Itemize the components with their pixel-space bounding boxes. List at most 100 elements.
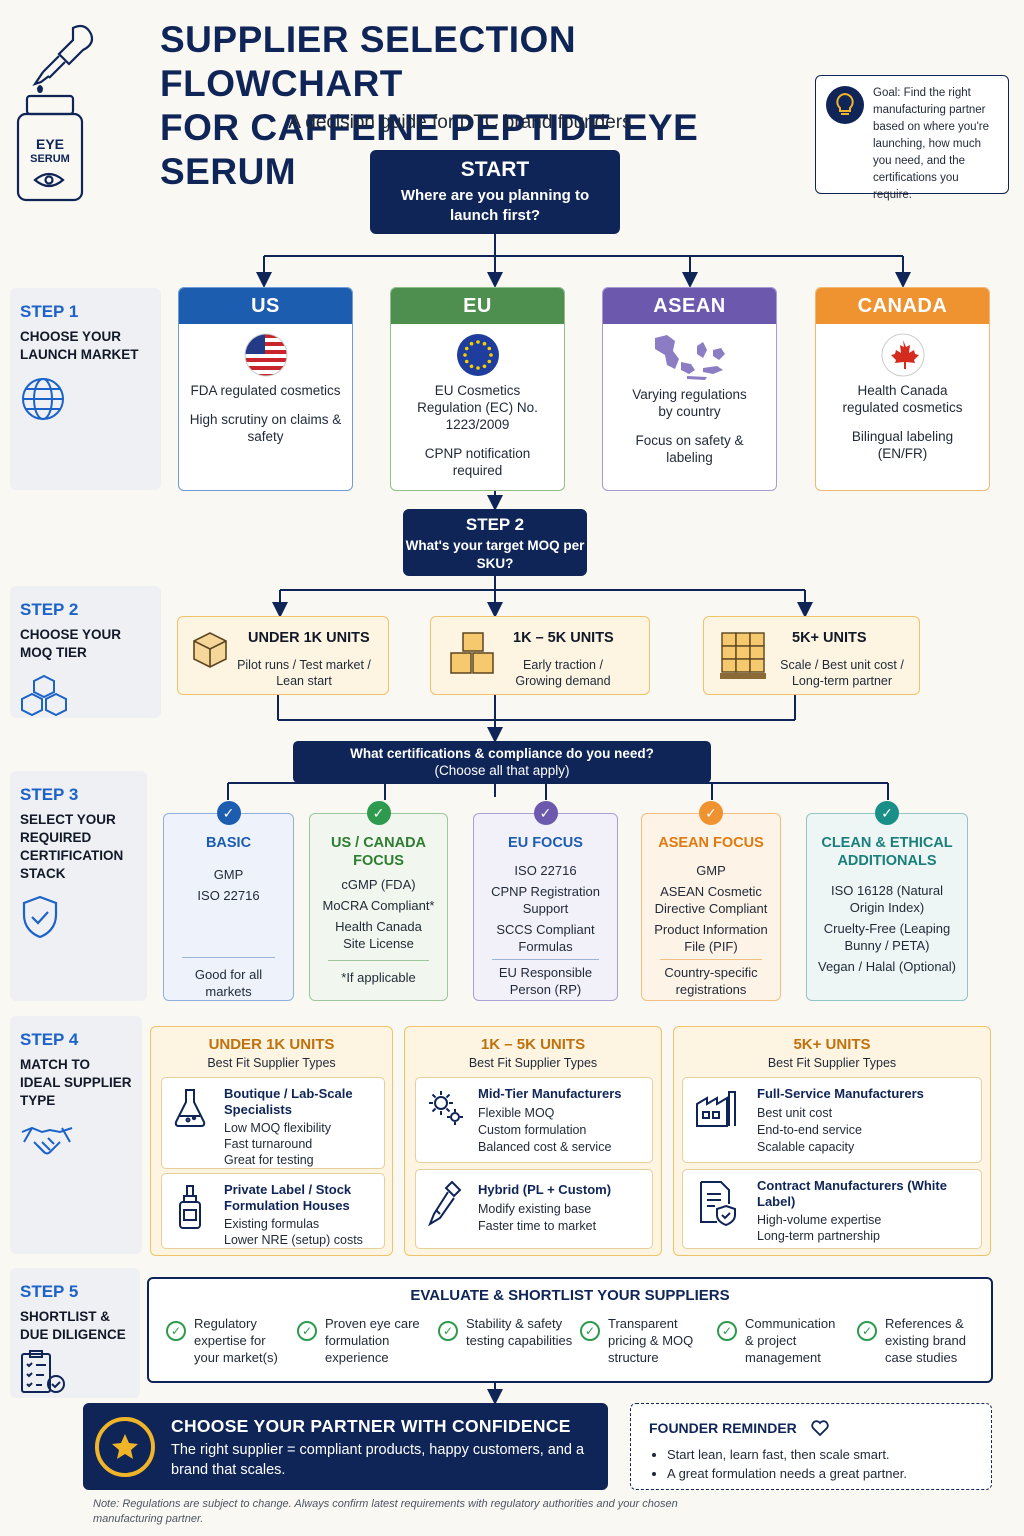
moq-tier-5k-plus[interactable]: 5K+ UNITS Scale / Best unit cost / Long-… <box>703 616 920 695</box>
cert-stack-asean[interactable]: ✓ ASEAN FOCUS GMP ASEAN Cosmetic Directi… <box>641 801 781 1001</box>
product-label-line1: EYE <box>35 136 64 152</box>
supplier-card-title: Contract Manufacturers (White Label) <box>757 1178 947 1209</box>
supplier-column-subheading: Best Fit Supplier Types <box>767 1056 897 1070</box>
supplier-card-mid-tier[interactable]: Mid-Tier Manufacturers Flexible MOQ Cust… <box>415 1077 653 1163</box>
supplier-card-line: Low MOQ flexibility <box>224 1121 331 1135</box>
cert-item: ISO 16128 (Natural Origin Index) <box>830 883 943 915</box>
supplier-card-title: Private Label / Stock Formulation Houses <box>224 1182 352 1213</box>
cert-stack-name: ASEAN FOCUS <box>658 835 764 851</box>
supplier-card-hybrid[interactable]: Hybrid (PL + Custom) Modify existing bas… <box>415 1169 653 1249</box>
check-icon: ✓ <box>533 801 558 825</box>
step2-question: What's your target MOQ per SKU? <box>405 538 585 571</box>
market-card-eu[interactable]: EU EU Cosmetics Regulation (EC) No. 1223… <box>390 287 565 491</box>
criterion-item[interactable]: ✓Stability & safety testing capabilities <box>438 1315 576 1349</box>
cert-footer: EU Responsible Person (RP) <box>498 965 593 997</box>
step5-side-panel: STEP 5 SHORTLIST & DUE DILIGENCE <box>10 1268 140 1398</box>
check-circle-icon: ✓ <box>717 1321 737 1341</box>
globe-icon <box>20 376 151 427</box>
final-text: The right supplier = compliant products,… <box>171 1442 585 1478</box>
cert-item: ASEAN Cosmetic Directive Compliant <box>654 884 768 916</box>
cert-item: Product Information File (PIF) <box>654 922 768 954</box>
us-flag-icon <box>243 332 289 378</box>
step2-number: STEP 2 <box>20 600 79 619</box>
cert-stack-name: EU FOCUS <box>508 835 583 851</box>
supplier-column-name: 5K+ UNITS <box>793 1036 871 1053</box>
cert-stack-basic[interactable]: ✓ BASIC GMP ISO 22716 Good for all marke… <box>163 801 294 1001</box>
single-box-icon <box>190 629 230 674</box>
supplier-card-line: Best unit cost <box>757 1106 833 1120</box>
market-card-asean[interactable]: ASEAN Varying regulations by country Foc… <box>602 287 777 491</box>
supplier-column-subheading: Best Fit Supplier Types <box>207 1056 336 1070</box>
check-circle-icon: ✓ <box>857 1321 877 1341</box>
check-circle-icon: ✓ <box>438 1321 458 1341</box>
supplier-card-line: Lower NRE (setup) costs <box>224 1233 363 1247</box>
supplier-card-title: Hybrid (PL + Custom) <box>478 1182 612 1197</box>
cert-stack-eu[interactable]: ✓ EU FOCUS ISO 22716 CPNP Registration S… <box>473 801 618 1001</box>
reminder-heading: FOUNDER REMINDER <box>649 1420 829 1439</box>
market-line1: Varying regulations by country <box>632 387 747 419</box>
market-name: US <box>179 288 352 324</box>
supplier-card-contract[interactable]: Contract Manufacturers (White Label) Hig… <box>682 1169 982 1249</box>
market-card-us[interactable]: US FDA regulated cosmetics High scrutiny… <box>178 287 353 491</box>
supplier-card-boutique[interactable]: Boutique / Lab-Scale Specialists Low MOQ… <box>161 1077 385 1169</box>
criterion-item[interactable]: ✓Communication & project management <box>717 1315 845 1366</box>
supplier-card-full-service[interactable]: Full-Service Manufacturers Best unit cos… <box>682 1077 982 1163</box>
supplier-column-1k-5k: 1K – 5K UNITS Best Fit Supplier Types Mi… <box>404 1026 662 1256</box>
lightbulb-icon <box>826 86 864 124</box>
step3-number: STEP 3 <box>20 785 79 804</box>
reminder-item: Start lean, learn fast, then scale smart… <box>667 1445 907 1464</box>
supplier-card-title: Mid-Tier Manufacturers <box>478 1086 622 1101</box>
step3-side-panel: STEP 3 SELECT YOUR REQUIRED CERTIFICATIO… <box>10 771 147 1001</box>
star-badge-icon <box>95 1417 155 1477</box>
criterion-item[interactable]: ✓Transparent pricing & MOQ structure <box>580 1315 708 1366</box>
check-icon: ✓ <box>216 801 241 825</box>
founder-reminder: FOUNDER REMINDER Start lean, learn fast,… <box>630 1403 992 1490</box>
cert-stack-name: BASIC <box>205 835 252 851</box>
supplier-column-name: 1K – 5K UNITS <box>480 1036 586 1053</box>
start-heading: START <box>460 158 530 181</box>
contract-shield-icon <box>697 1180 736 1227</box>
market-name: CANADA <box>816 288 989 324</box>
handshake-icon <box>20 1122 132 1165</box>
moq-tier-1k-5k[interactable]: 1K – 5K UNITS Early traction / Growing d… <box>430 616 650 695</box>
market-name: EU <box>391 288 564 324</box>
cert-stack-name: CLEAN & ETHICAL ADDITIONALS <box>821 835 953 869</box>
criterion-item[interactable]: ✓Proven eye care formulation experience <box>297 1315 435 1366</box>
moq-tier-name: 1K – 5K UNITS <box>513 630 614 646</box>
certification-question-note: (Choose all that apply) <box>434 763 570 778</box>
supplier-card-private-label[interactable]: Private Label / Stock Formulation Houses… <box>161 1173 385 1249</box>
supplier-card-line: Custom formulation <box>478 1123 587 1137</box>
cert-item: Vegan / Halal (Optional) <box>817 959 957 974</box>
moq-tier-name: 5K+ UNITS <box>792 630 867 646</box>
page-title: SUPPLIER SELECTION FLOWCHART FOR CAFFEIN… <box>160 18 820 194</box>
cert-stack-name: US / CANADA FOCUS <box>330 835 427 869</box>
moq-tier-under-1k[interactable]: UNDER 1K UNITS Pilot runs / Test market … <box>177 616 389 695</box>
criterion-item[interactable]: ✓References & existing brand case studie… <box>857 1315 985 1366</box>
moq-tier-desc: Scale / Best unit cost / Long-term partn… <box>780 658 904 688</box>
step2-title: CHOOSE YOUR MOQ TIER <box>20 627 122 660</box>
cert-stack-clean-ethical[interactable]: ✓ CLEAN & ETHICAL ADDITIONALS ISO 16128 … <box>806 801 968 1001</box>
step2-node: STEP 2 What's your target MOQ per SKU? <box>403 509 587 576</box>
title-line1: SUPPLIER SELECTION FLOWCHART <box>160 19 577 104</box>
market-line1: EU Cosmetics Regulation (EC) No. 1223/20… <box>417 383 538 432</box>
check-circle-icon: ✓ <box>297 1321 317 1341</box>
cert-item: MoCRA Compliant* <box>322 898 435 913</box>
supplier-column-under-1k: UNDER 1K UNITS Best Fit Supplier Types B… <box>150 1026 393 1256</box>
step4-title: MATCH TO IDEAL SUPPLIER TYPE <box>20 1057 132 1108</box>
cert-item: cGMP (FDA) <box>341 877 416 892</box>
market-line1: Health Canada regulated cosmetics <box>842 383 963 415</box>
dropper-bottle-icon <box>172 1184 208 1229</box>
market-line2: CPNP notification required <box>424 446 531 478</box>
cert-footer: *If applicable <box>341 970 416 985</box>
check-circle-icon: ✓ <box>580 1321 600 1341</box>
criterion-item[interactable]: ✓Regulatory expertise for your market(s) <box>166 1315 294 1366</box>
supplier-card-line: Flexible MOQ <box>478 1106 555 1120</box>
final-callout: CHOOSE YOUR PARTNER WITH CONFIDENCE The … <box>83 1403 608 1490</box>
step5-title: SHORTLIST & DUE DILIGENCE <box>20 1309 126 1342</box>
supplier-column-5k-plus: 5K+ UNITS Best Fit Supplier Types Full-S… <box>673 1026 991 1256</box>
cert-stack-us-canada[interactable]: ✓ US / CANADA FOCUS cGMP (FDA) MoCRA Com… <box>309 801 448 1001</box>
reminder-item: A great formulation needs a great partne… <box>667 1464 907 1483</box>
market-card-canada[interactable]: CANADA Health Canada regulated cosmetics… <box>815 287 990 491</box>
supplier-card-title: Full-Service Manufacturers <box>757 1086 924 1101</box>
moq-tier-desc: Early traction / Growing demand <box>515 658 611 688</box>
